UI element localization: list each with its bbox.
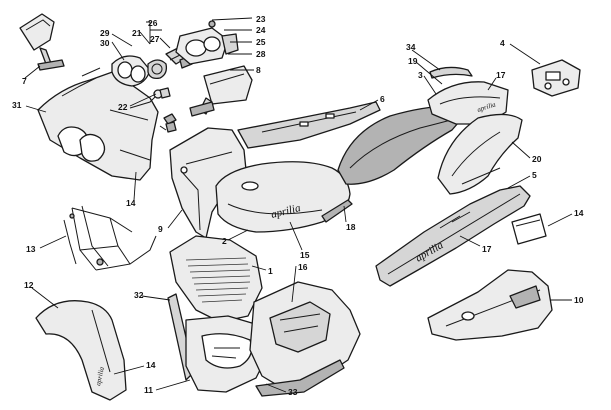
callout-19: 19 — [408, 56, 418, 66]
callout-13: 13 — [26, 244, 36, 254]
callout-23: 23 — [256, 14, 266, 24]
tank-trim-strip — [321, 199, 353, 223]
callout-4: 4 — [500, 38, 505, 48]
fuel-tank-cover: aprilia — [215, 161, 351, 233]
bulb-socket — [129, 87, 171, 109]
callout-10: 10 — [574, 295, 584, 305]
leader-lines — [24, 17, 573, 393]
side-cover-panel: aprilia — [375, 185, 531, 287]
callout-14-b: 14 — [574, 208, 584, 218]
callout-28: 28 — [256, 49, 266, 59]
callout-3: 3 — [418, 70, 423, 80]
callout-8: 8 — [256, 65, 261, 75]
side-fairing-panel — [169, 127, 247, 239]
mirror-left — [19, 13, 65, 71]
tail-light-assembly — [175, 20, 239, 65]
callout-31: 31 — [12, 100, 22, 110]
callout-17-a: 17 — [496, 70, 506, 80]
lower-fairing-left — [185, 315, 271, 393]
radiator-grille-cover — [169, 235, 263, 323]
callout-12: 12 — [24, 280, 34, 290]
headlight-assembly — [111, 55, 168, 87]
fairing-frame-bracket — [63, 205, 157, 271]
callout-5: 5 — [532, 170, 537, 180]
fender-logo: aprilia — [94, 366, 106, 387]
lower-rear-fairing — [427, 269, 553, 341]
rear-hump — [531, 59, 581, 97]
callout-33: 33 — [288, 387, 298, 397]
callout-27: 27 — [150, 34, 160, 44]
belly-pan — [249, 281, 361, 397]
callout-20: 20 — [532, 154, 542, 164]
fastener-set — [159, 113, 177, 133]
callout-21: 21 — [132, 28, 142, 38]
callout-labels: 7 29 30 21 26 27 23 24 25 28 8 31 22 14 … — [12, 14, 584, 397]
callout-9: 9 — [158, 224, 163, 234]
callout-17-b: 17 — [482, 244, 492, 254]
callout-14-c: 14 — [146, 360, 156, 370]
callout-32: 32 — [134, 290, 144, 300]
callout-6: 6 — [380, 94, 385, 104]
callout-7: 7 — [22, 76, 27, 86]
callout-30: 30 — [100, 38, 110, 48]
mirror-right — [189, 65, 253, 117]
fairing-side-rail — [237, 101, 381, 149]
callout-16: 16 — [298, 262, 308, 272]
callout-14-a: 14 — [126, 198, 136, 208]
callout-29: 29 — [100, 28, 110, 38]
callout-26: 26 — [148, 18, 158, 28]
front-fender: aprilia — [35, 300, 127, 401]
callout-25: 25 — [256, 37, 266, 47]
callout-24: 24 — [256, 25, 266, 35]
callout-15: 15 — [300, 250, 310, 260]
tail-section: aprilia — [427, 66, 509, 125]
callout-34: 34 — [406, 42, 416, 52]
callout-1: 1 — [268, 266, 273, 276]
rear-tail-piece — [437, 113, 523, 195]
callout-18: 18 — [346, 222, 356, 232]
callout-2: 2 — [222, 236, 227, 246]
callout-11: 11 — [144, 385, 153, 395]
front-fairing — [37, 67, 159, 181]
decal-rear — [511, 213, 547, 245]
callout-22: 22 — [118, 102, 128, 112]
